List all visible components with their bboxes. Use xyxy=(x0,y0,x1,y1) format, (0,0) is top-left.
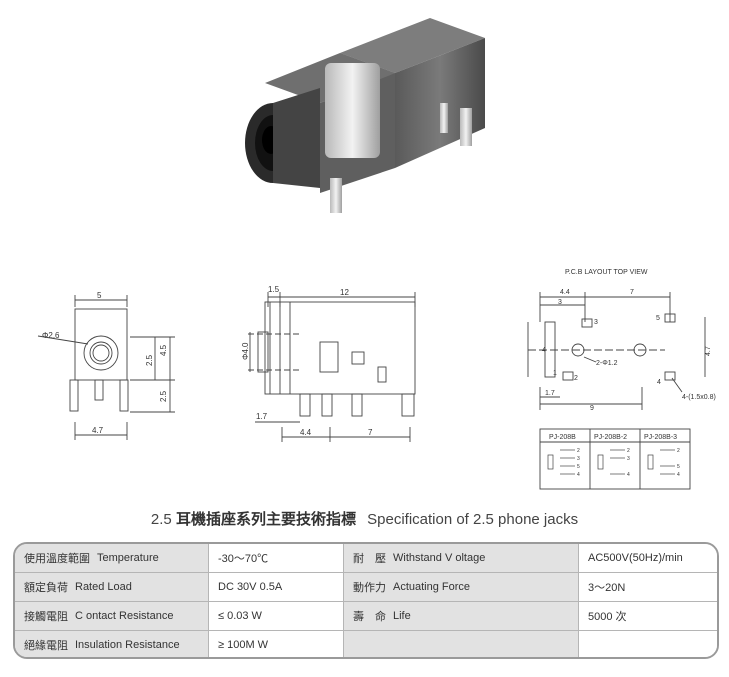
spec-value: ≤ 0.03 W xyxy=(208,602,343,630)
spec-value-2: AC500V(50Hz)/min xyxy=(578,544,717,572)
label-en: Rated Load xyxy=(75,581,132,593)
pcb-hole-1 xyxy=(571,343,585,357)
pcb-hole-2 xyxy=(633,343,647,357)
label2-cn: 壽 命 xyxy=(353,611,386,623)
pcb-pad-2: 2 xyxy=(574,375,578,382)
spec-row: 使用溫度範圍 Temperature -30～70℃ 耐 壓 Withstand V… xyxy=(15,544,717,572)
spec-label: 使用溫度範圍 Temperature xyxy=(15,544,208,572)
pcb-pad-3: 3 xyxy=(594,319,598,326)
spec-label: 額定負荷 Rated Load xyxy=(15,573,208,601)
pcb-dim-3: 3 xyxy=(558,299,562,306)
technical-drawings: 5 Φ2.6 2.5 4.5 2.5 4.7 1.5 12 Φ4.0 1.7 4… xyxy=(37,269,716,490)
pcb-dim-4-7: 4.7 xyxy=(705,346,712,356)
side-view-body xyxy=(264,301,416,395)
spec-row: 絕緣電阻 Insulation Resistance ≥ 100M W xyxy=(15,630,717,657)
variant-c-pin: 5 xyxy=(677,464,680,470)
front-dim-bottom: 4.7 xyxy=(92,426,104,435)
spec-table: 使用溫度範圍 Temperature -30～70℃ 耐 壓 Withstand V… xyxy=(13,542,719,659)
front-dim-right-3: 2.5 xyxy=(159,390,168,402)
title-english: Specification of 2.5 phone jacks xyxy=(367,511,579,528)
spec-row: 額定負荷 Rated Load DC 30V 0.5A 動作力 Actuating … xyxy=(15,572,717,601)
label2-en: Life xyxy=(393,610,411,622)
pcb-dim-7: 7 xyxy=(630,289,634,296)
label-cn: 使用溫度範圍 xyxy=(24,553,90,565)
label2-en: Withstand V oltage xyxy=(393,552,486,564)
pcb-dim-9: 9 xyxy=(590,405,594,412)
spec-title: 2.5 耳機插座系列主要技術指標 Specification of 2.5 ph… xyxy=(0,508,729,529)
pcb-hole-label: 2-Φ1.2 xyxy=(596,360,618,367)
pcb-pad-5: 5 xyxy=(656,315,660,322)
label2-cn: 動作力 xyxy=(353,582,386,594)
title-prefix: 2.5 xyxy=(150,511,172,528)
variant-3-label: PJ-208B-3 xyxy=(644,434,677,441)
label-en: C ontact Resistance xyxy=(75,610,174,622)
pcb-dim-1-7: 1.7 xyxy=(545,390,555,397)
spec-value: -30～70℃ xyxy=(208,544,343,572)
variant-1-label: PJ-208B xyxy=(549,434,576,441)
variant-a-pin: 2 xyxy=(577,448,580,454)
spec-row: 接觸電阻 C ontact Resistance ≤ 0.03 W 壽 命 Life… xyxy=(15,601,717,630)
side-dim-top-1: 1.5 xyxy=(268,285,280,294)
pcb-pad-1: 1 xyxy=(553,370,557,377)
spec-value-2: 3～20N xyxy=(578,573,717,601)
variant-b-pin: 3 xyxy=(627,456,630,462)
variant-2-label: PJ-208B-2 xyxy=(594,434,627,441)
front-view-socket xyxy=(83,335,119,371)
pcb-pad-4: 4 xyxy=(657,379,661,386)
pcb-heading: P.C.B LAYOUT TOP VIEW xyxy=(565,269,648,276)
pcb-outline xyxy=(544,321,556,378)
spec-value: DC 30V 0.5A xyxy=(208,573,343,601)
side-dim-bottom-2: 7 xyxy=(368,428,373,437)
variant-c-pin: 4 xyxy=(677,472,680,478)
front-dim-right-1: 2.5 xyxy=(145,354,154,366)
spec-label: 絕緣電阻 Insulation Resistance xyxy=(15,631,208,657)
label-en: Insulation Resistance xyxy=(75,639,180,651)
spec-label-2: 耐 壓 Withstand V oltage xyxy=(343,544,578,572)
spec-value-2 xyxy=(578,631,717,657)
variant-a-pin: 5 xyxy=(577,464,580,470)
label-cn: 額定負荷 xyxy=(24,582,68,594)
product-photo xyxy=(245,18,485,213)
variant-c-pin: 2 xyxy=(677,448,680,454)
variant-table xyxy=(539,428,691,490)
pcb-dim-4-4: 4.4 xyxy=(560,289,570,296)
label-en: Temperature xyxy=(97,552,159,564)
title-chinese: 耳機插座系列主要技術指標 xyxy=(175,511,356,528)
spec-value: ≥ 100M W xyxy=(208,631,343,657)
side-dim-bottom-1: 4.4 xyxy=(300,428,312,437)
front-dim-right-2: 4.5 xyxy=(159,344,168,356)
pcb-pad-label: 4-(1.5x0.8) xyxy=(682,394,716,401)
spec-label-2: 壽 命 Life xyxy=(343,602,578,630)
side-dim-dia: Φ4.0 xyxy=(241,342,250,360)
label2-en: Actuating Force xyxy=(393,581,471,593)
spec-label-2 xyxy=(343,631,578,657)
label-cn: 接觸電阻 xyxy=(24,611,68,623)
front-dim-dia: Φ2.6 xyxy=(42,331,60,340)
side-dim-top-2: 12 xyxy=(340,288,349,297)
side-dim-left: 1.7 xyxy=(256,412,268,421)
spec-label: 接觸電阻 C ontact Resistance xyxy=(15,602,208,630)
spec-label-2: 動作力 Actuating Force xyxy=(343,573,578,601)
label2-cn: 耐 壓 xyxy=(353,553,386,565)
front-view-body xyxy=(74,308,128,381)
variant-b-pin: 2 xyxy=(627,448,630,454)
variant-a-pin: 3 xyxy=(577,456,580,462)
front-dim-top: 5 xyxy=(97,291,102,300)
label-cn: 絕緣電阻 xyxy=(24,640,68,652)
pcb-dim-4: 4 xyxy=(542,347,546,354)
variant-b-pin: 4 xyxy=(627,472,630,478)
spec-value-2: 5000 次 xyxy=(578,602,717,630)
variant-a-pin: 4 xyxy=(577,472,580,478)
